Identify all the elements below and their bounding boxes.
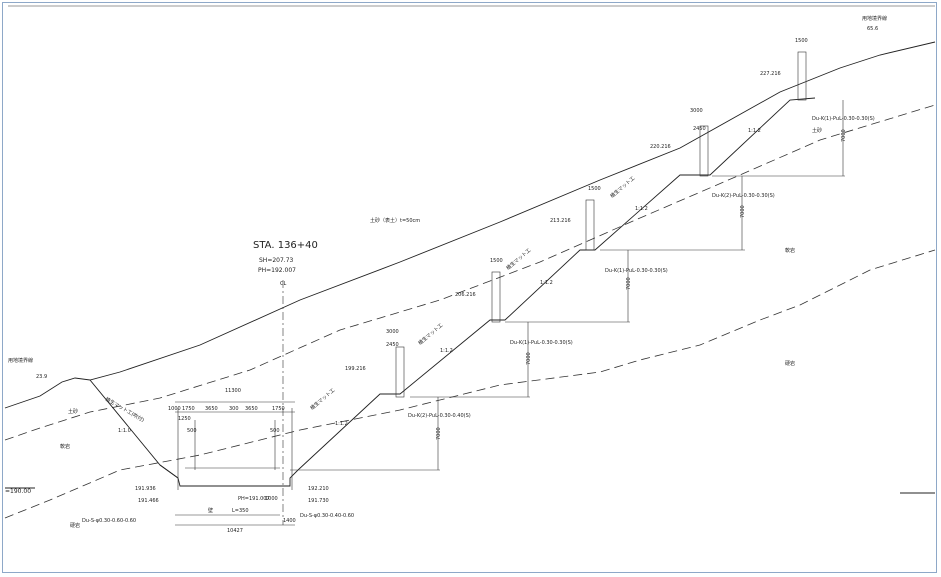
- dim-3650a: 3650: [205, 406, 218, 412]
- dim-b1500a: 1500: [490, 258, 503, 264]
- soil-rock-boundary: [4, 104, 936, 441]
- note-n5: 植生マット工: [609, 175, 636, 200]
- label-rock1: 軟岩: [60, 443, 70, 450]
- label-ph: PH=191.007: [238, 496, 270, 502]
- dim-h7000c: 7000: [626, 277, 632, 290]
- ratio-b4: 1:1.2: [748, 128, 761, 134]
- height-dims: [290, 100, 845, 471]
- ratio-b3: 1:1.2: [635, 206, 648, 212]
- dim-1000b: 1000: [265, 496, 278, 502]
- label-left-dim: 23.9: [36, 374, 47, 380]
- dim-500b: 500: [270, 428, 280, 434]
- dim-h7000d: 7000: [740, 205, 746, 218]
- right-cut-benches: [297, 97, 816, 471]
- elev-b1: 199.216: [345, 366, 366, 372]
- note-n2: 植生マット工: [309, 387, 336, 412]
- drain-d6: Du-K(2)-PuL-0.30-0.30(S): [712, 193, 775, 199]
- label-rock2: 軟岩: [785, 247, 795, 254]
- note-n1: 植生マット工(吹付): [104, 396, 146, 424]
- elev-e4: 191.730: [308, 498, 329, 504]
- station-sh: SH=207.73: [259, 257, 294, 264]
- elev-e2: 191.466: [138, 498, 159, 504]
- label-cl: CL: [280, 281, 286, 287]
- station-title: STA. 136+40: [253, 240, 318, 251]
- ratio-left: 1:1.0: [118, 428, 131, 434]
- drain-d1: Du-S-φ0.30-0.60-0.60: [82, 518, 136, 524]
- dim-h7000e: 7000: [841, 129, 847, 142]
- label-soil2: 土砂: [812, 127, 822, 134]
- dim-1750a: 1750: [182, 406, 195, 412]
- label-right-dim: 65.6: [867, 26, 878, 32]
- dim-1750b: 1750: [272, 406, 285, 412]
- bench-drains: [395, 51, 807, 398]
- dim-b3000b: 3000: [690, 108, 703, 114]
- note-n3: 植生マット工: [417, 322, 444, 347]
- dim-1400: 1400: [283, 518, 296, 524]
- dim-300: 300: [229, 406, 239, 412]
- label-hard2: 硬岩: [785, 360, 795, 367]
- elev-b3: 213.216: [550, 218, 571, 224]
- elev-e3: 192.210: [308, 486, 329, 492]
- label-soil-surface: 土砂（表土）t=50cm: [370, 217, 420, 224]
- road-structure: [175, 401, 295, 526]
- drain-d3: Du-K(2)-PuL-0.30-0.40(S): [408, 413, 471, 419]
- elev-e1: 191.936: [135, 486, 156, 492]
- ratio-b2: 1:1.2: [540, 280, 553, 286]
- dim-bottom: 10427: [227, 528, 243, 534]
- note-n4: 植生マット工: [505, 247, 532, 272]
- left-cut-slope: [89, 379, 179, 479]
- label-span: L=350: [232, 508, 249, 514]
- ratio-b1: 1:1.2: [440, 348, 453, 354]
- dim-b1500b: 1500: [588, 186, 601, 192]
- drain-d7: Du-K(1)-PuL-0.30-0.30(S): [812, 116, 875, 122]
- original-ground-line: [4, 41, 936, 409]
- dim-3650b: 3650: [245, 406, 258, 412]
- datum-elev: =190.00: [5, 488, 31, 495]
- drain-d2: Du-S-φ0.30-0.40-0.60: [300, 513, 354, 519]
- elev-b5: 227.216: [760, 71, 781, 77]
- dim-500a: 500: [187, 428, 197, 434]
- ratio-mid: 1:1.2: [335, 421, 348, 427]
- dim-1000: 1000: [168, 406, 181, 412]
- rock-boundary: [4, 249, 936, 519]
- dim-h7000b: 7000: [526, 352, 532, 365]
- dim-total: 11300: [225, 388, 241, 394]
- label-left-top: 用地境界線: [8, 357, 33, 364]
- label-wall: 壁: [208, 507, 213, 514]
- dim-b3000a: 3000: [386, 329, 399, 335]
- dim-1250: 1250: [178, 416, 191, 422]
- dim-b2450: 2450: [386, 342, 399, 348]
- elev-b4: 220.216: [650, 144, 671, 150]
- label-right-top: 用地境界線: [862, 15, 887, 22]
- dim-b2450b: 2450: [693, 126, 706, 132]
- drain-d4: Du-K(1)-PuL-0.30-0.30(S): [510, 340, 573, 346]
- elev-b2: 206.216: [455, 292, 476, 298]
- label-soil1: 土砂: [68, 408, 78, 415]
- dim-h7000a: 7000: [436, 427, 442, 440]
- drain-d5: Du-K(1)-PuL-0.30-0.30(S): [605, 268, 668, 274]
- station-ph: PH=192.007: [258, 267, 296, 274]
- dim-b1500c: 1500: [795, 38, 808, 44]
- label-hard1: 硬岩: [70, 522, 80, 529]
- road-formation: [159, 464, 299, 487]
